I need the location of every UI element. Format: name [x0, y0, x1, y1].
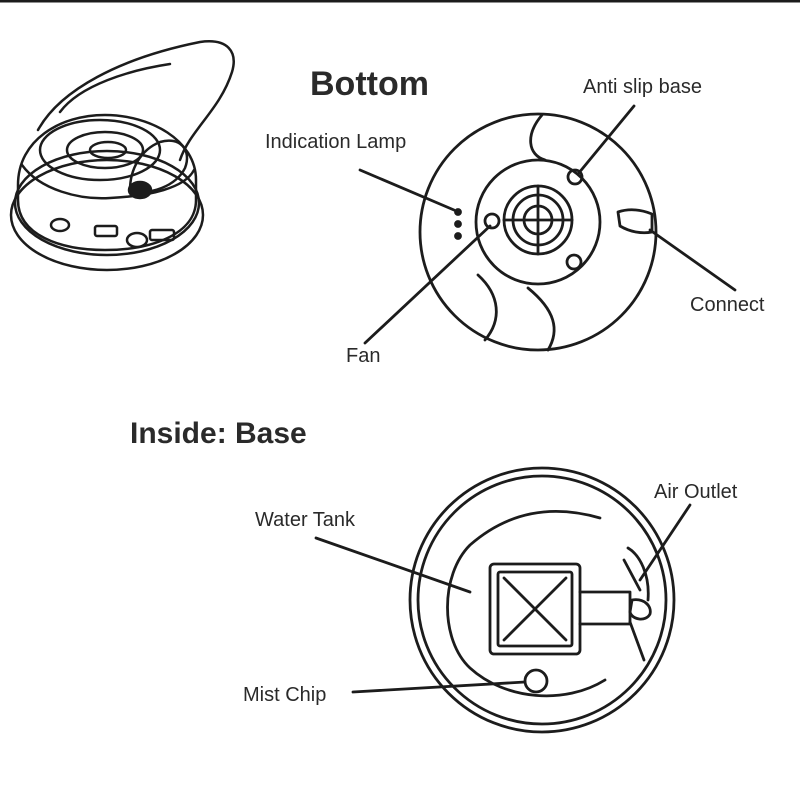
label-anti-slip-base: Anti slip base — [583, 76, 702, 98]
heading-inside-base: Inside: Base — [130, 417, 307, 450]
label-indication-lamp: Indication Lamp — [265, 131, 406, 153]
product-sketch — [9, 40, 235, 272]
heading-bottom: Bottom — [310, 65, 429, 103]
label-connect: Connect — [690, 294, 765, 316]
label-air-outlet: Air Outlet — [654, 481, 738, 503]
label-mist-chip: Mist Chip — [243, 684, 326, 706]
label-water-tank: Water Tank — [255, 509, 356, 531]
leader-indication-lamp — [358, 168, 456, 212]
base-view — [408, 466, 676, 734]
leader-connect — [648, 228, 737, 292]
leader-fan — [363, 224, 492, 345]
label-fan: Fan — [346, 345, 380, 367]
leader-mist-chip — [351, 680, 527, 694]
leader-water-tank — [314, 536, 472, 594]
leader-anti-slip — [576, 104, 636, 176]
leader-air-outlet — [638, 503, 692, 582]
bottom-view — [418, 112, 658, 352]
